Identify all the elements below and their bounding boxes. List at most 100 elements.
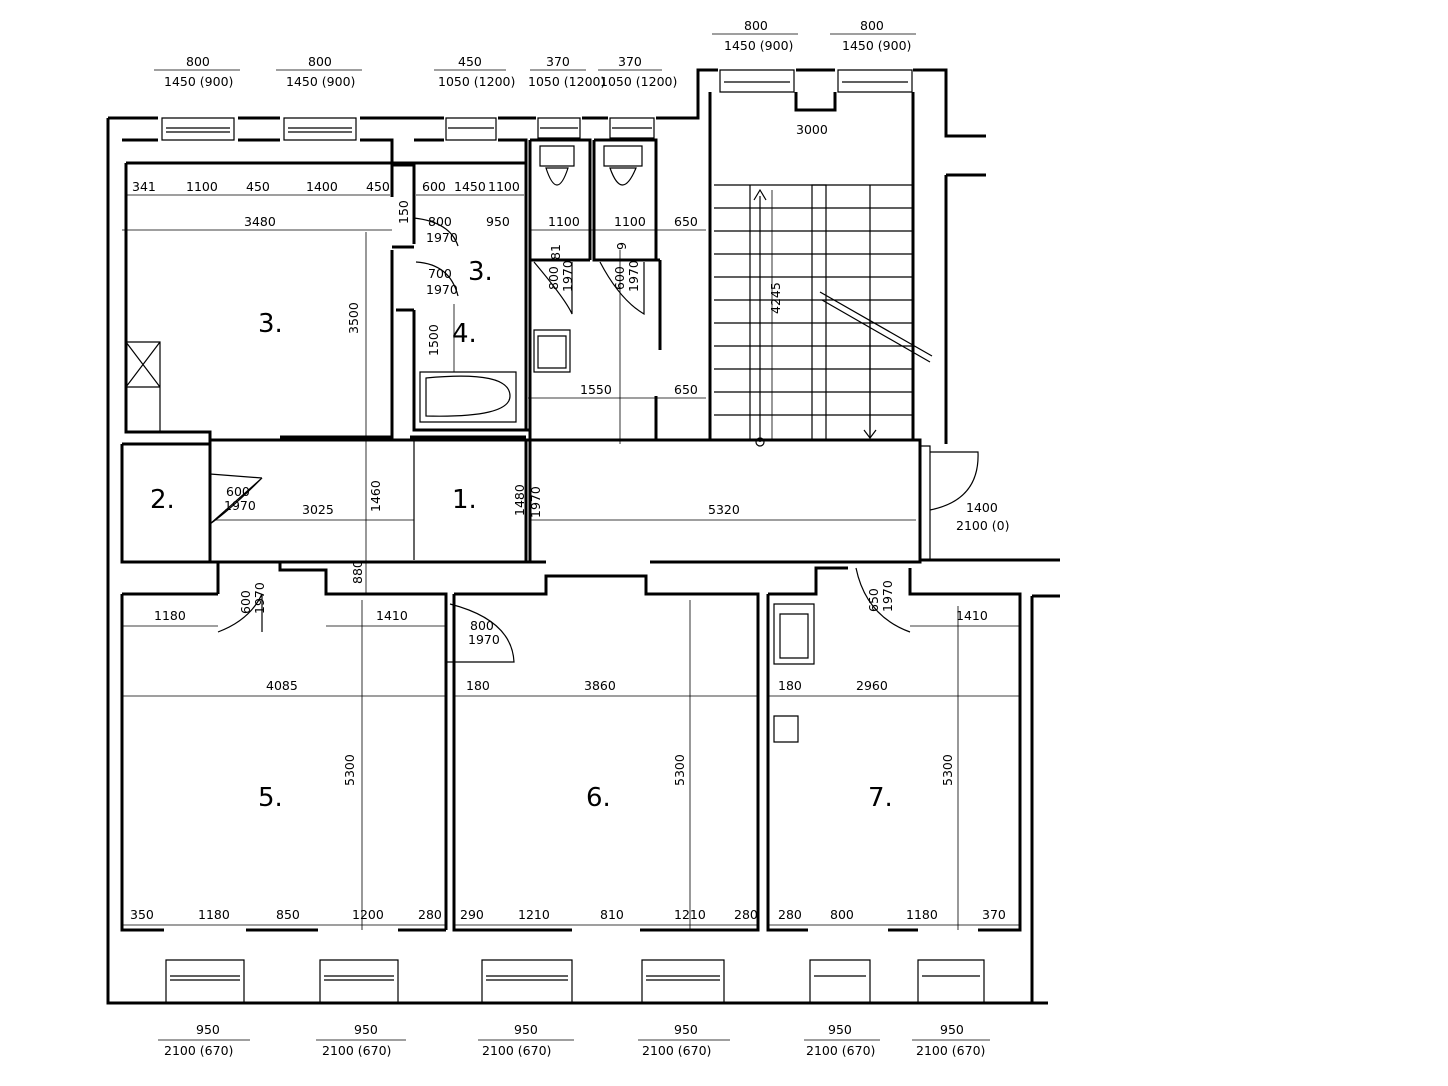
dimension-label: 1410 — [376, 608, 408, 623]
dimension-label: 950 — [486, 214, 510, 229]
dimension-label: 450 — [246, 179, 270, 194]
window-size-label: 1050 (1200) — [600, 74, 677, 89]
dimension-label: 341 — [132, 179, 156, 194]
dimension-label: 1970 — [626, 260, 641, 292]
window-width-label: 950 — [354, 1022, 378, 1037]
internal-walls — [120, 96, 1022, 932]
window-openings — [161, 69, 985, 1004]
window-width-label: 950 — [940, 1022, 964, 1037]
window-width-label: 950 — [828, 1022, 852, 1037]
dimension-label: 1970 — [426, 282, 458, 297]
dimension-label: 1970 — [560, 260, 575, 292]
dimension-label: 1180 — [198, 907, 230, 922]
room-label-3-small: 3. — [468, 257, 493, 287]
dimension-label: 2960 — [856, 678, 888, 693]
dimension-label: 1100 — [548, 214, 580, 229]
staircase — [714, 184, 933, 447]
top-window-labels: 800 1450 (900) 800 1450 (900) 450 1050 (… — [164, 18, 911, 89]
dimension-label: 180 — [466, 678, 490, 693]
dimension-label: 650 — [674, 382, 698, 397]
dimension-label: 800 — [546, 266, 561, 290]
dimension-label: 370 — [982, 907, 1006, 922]
dimension-label: 150 — [396, 200, 411, 224]
dimension-label: 4245 — [768, 282, 783, 314]
dimension-label: 600 — [226, 484, 250, 499]
dimension-label: 800 — [428, 214, 452, 229]
window-width-label: 950 — [674, 1022, 698, 1037]
window-size-label: 1450 (900) — [724, 38, 793, 53]
room-label-7: 7. — [868, 783, 893, 813]
dimension-label: 700 — [428, 266, 452, 281]
dimension-label: 1100 — [186, 179, 218, 194]
window-size-label: 2100 (670) — [916, 1043, 985, 1058]
dimension-label: 800 — [830, 907, 854, 922]
room-label-6: 6. — [586, 783, 611, 813]
dimension-label: 1970 — [252, 582, 267, 614]
dimension-label: 1400 — [966, 500, 998, 515]
dimension-label: 5300 — [342, 754, 357, 786]
dimension-label: 850 — [276, 907, 300, 922]
window-size-label: 2100 (670) — [322, 1043, 391, 1058]
window-width-label: 950 — [196, 1022, 220, 1037]
dimension-label: 1210 — [674, 907, 706, 922]
dimension-label: 1970 — [880, 580, 895, 612]
window-size-label: 2100 (670) — [482, 1043, 551, 1058]
dimension-label: 1180 — [154, 608, 186, 623]
dimension-label: 3025 — [302, 502, 334, 517]
dimension-label: 180 — [778, 678, 802, 693]
dimension-label: 3860 — [584, 678, 616, 693]
dimension-label: 2100 (0) — [956, 518, 1010, 533]
dimension-label: 880 — [350, 560, 365, 584]
room-label-3-main: 3. — [258, 309, 283, 339]
dimension-label: 290 — [460, 907, 484, 922]
dimension-label: 1210 — [518, 907, 550, 922]
dimension-label: 1410 — [956, 608, 988, 623]
window-width-label: 800 — [744, 18, 768, 33]
door-swings — [209, 217, 979, 663]
room-label-2: 2. — [150, 485, 175, 515]
dimension-label: 810 — [600, 907, 624, 922]
window-width-label: 800 — [186, 54, 210, 69]
bottom-window-labels: 950 2100 (670) 950 2100 (670) 950 2100 (… — [164, 1022, 985, 1058]
window-size-label: 1450 (900) — [286, 74, 355, 89]
dimension-label: 9 — [614, 242, 629, 250]
dimension-label: 3480 — [244, 214, 276, 229]
dimension-label: 1100 — [488, 179, 520, 194]
dimension-label: 1180 — [906, 907, 938, 922]
dimension-label: 3500 — [346, 302, 361, 334]
dimension-label: 3000 — [796, 122, 828, 137]
room-labels: 3. 3. 4. 2. 1. 5. 6. 7. — [150, 257, 893, 813]
room-label-1: 1. — [452, 485, 477, 515]
dimension-label: 280 — [418, 907, 442, 922]
dimension-label: 1550 — [580, 382, 612, 397]
window-size-label: 2100 (670) — [806, 1043, 875, 1058]
window-size-label: 2100 (670) — [164, 1043, 233, 1058]
dimension-label: 280 — [778, 907, 802, 922]
dimension-label: 1400 — [306, 179, 338, 194]
window-size-label: 1450 (900) — [842, 38, 911, 53]
window-width-label: 370 — [546, 54, 570, 69]
window-size-label: 2100 (670) — [642, 1043, 711, 1058]
window-width-label: 950 — [514, 1022, 538, 1037]
outer-walls — [106, 68, 1060, 1005]
window-size-label: 1050 (1200) — [438, 74, 515, 89]
dimension-label: 5300 — [940, 754, 955, 786]
dimension-label: 1970 — [426, 230, 458, 245]
window-width-label: 800 — [308, 54, 332, 69]
dimension-label: 600 — [422, 179, 446, 194]
dimension-label: 81 — [548, 244, 563, 260]
window-width-label: 800 — [860, 18, 884, 33]
dimension-label: 1200 — [352, 907, 384, 922]
window-size-label: 1050 (1200) — [528, 74, 605, 89]
dimension-label: 1970 — [468, 632, 500, 647]
dimension-label: 1100 — [614, 214, 646, 229]
dimension-label: 1450 — [454, 179, 486, 194]
dimension-label: 1500 — [426, 324, 441, 356]
dimension-label: 800 — [470, 618, 494, 633]
dimension-labels: 341 1100 450 1400 450 600 1450 1100 3480… — [130, 122, 1010, 922]
window-width-label: 450 — [458, 54, 482, 69]
window-width-label: 370 — [618, 54, 642, 69]
dimension-label: 600 — [612, 266, 627, 290]
dimension-label: 5320 — [708, 502, 740, 517]
